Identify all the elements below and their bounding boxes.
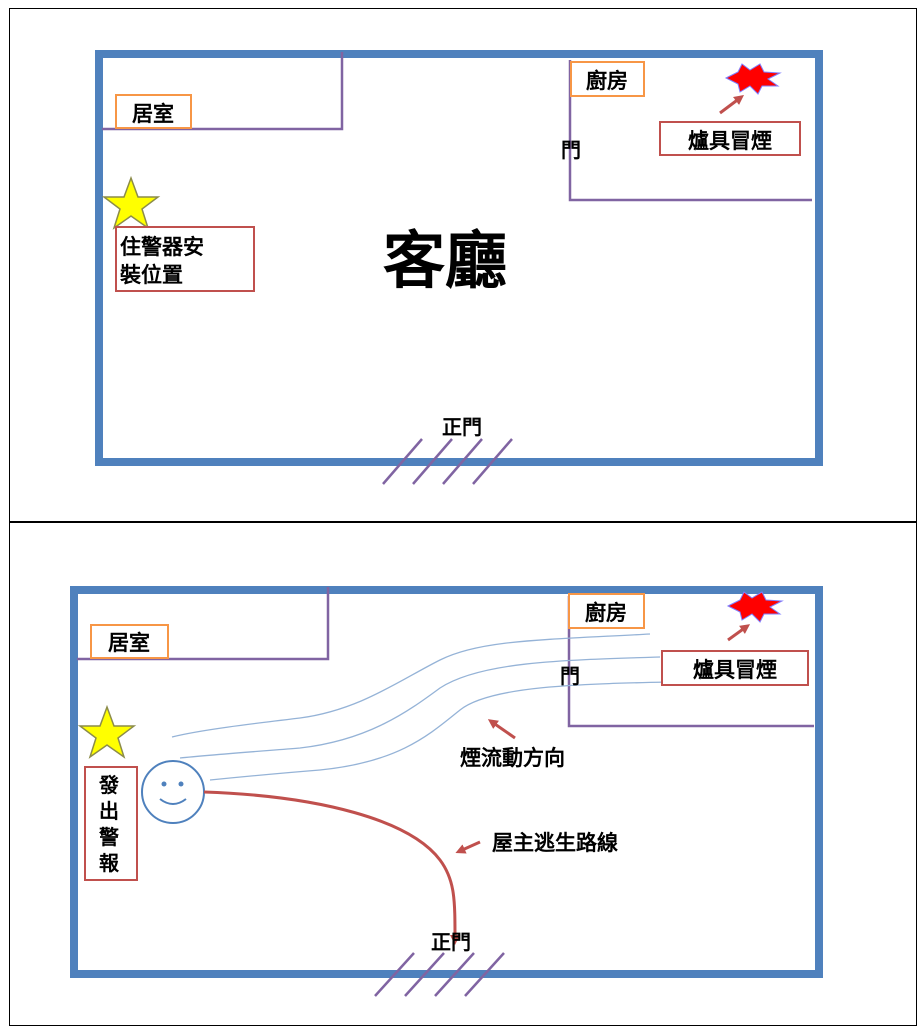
kitchen-label-box: [570, 61, 645, 97]
panel-2: 居室 廚房 門 爐具冒煙 煙流動方向 發 出 警 報: [70, 586, 823, 997]
kitchen-label: 廚房: [585, 601, 627, 625]
house-outer-wall: [95, 50, 823, 466]
detector-label-line1: 住警器安: [120, 235, 204, 259]
star-icon: [77, 704, 137, 759]
front-door-hatch: [374, 952, 505, 997]
alarm-char-2: 出: [99, 799, 119, 823]
smoke-flow-label: 煙流動方向: [460, 746, 565, 770]
star-icon: [101, 175, 161, 230]
smoke-flow-lines: [171, 633, 669, 781]
bedroom-label-box: [90, 624, 169, 659]
door-label: 門: [561, 138, 581, 162]
top-panel-border: [9, 8, 917, 523]
bottom-panel-border: [9, 521, 917, 1026]
bedroom-label: 居室: [108, 631, 150, 655]
house-outer-wall: [70, 586, 823, 978]
stove-smoke-label: 爐具冒煙: [693, 658, 777, 682]
smoke-arrow: [719, 95, 744, 115]
fire-burst-icon: [724, 63, 782, 95]
bedroom-label-box: [115, 94, 192, 129]
smoke-arrow: [727, 624, 751, 642]
kitchen-wall: [567, 596, 814, 728]
kitchen-label-box: [568, 593, 645, 629]
escape-route-label: 屋主逃生路線: [492, 831, 618, 855]
front-door-label: 正門: [442, 415, 482, 439]
alarm-char-3: 警: [99, 825, 119, 849]
bedroom-label: 居室: [132, 102, 174, 126]
smiley-face-icon: [141, 760, 205, 824]
front-door-label: 正門: [431, 930, 471, 954]
smoke-flow-arrow: [487, 719, 516, 740]
kitchen-wall: [568, 60, 812, 202]
detector-label-box: [115, 226, 255, 292]
stove-smoke-label-box: [661, 650, 809, 686]
escape-route-arrow: [455, 840, 481, 854]
front-door-hatch: [382, 438, 513, 485]
escape-route-line: [203, 790, 460, 945]
panel-1: 居室 廚房 門 爐具冒煙 住警器安 裝位置 客廳 正門: [95, 50, 823, 485]
door-label: 門: [560, 664, 580, 688]
alarm-char-4: 報: [99, 851, 120, 875]
stove-smoke-label-box: [659, 121, 801, 156]
alarm-char-1: 發: [98, 773, 119, 797]
kitchen-label: 廚房: [586, 69, 628, 93]
alarm-label-box: [84, 766, 138, 881]
fire-burst-icon: [726, 591, 784, 623]
living-room-label: 客廳: [383, 224, 507, 297]
detector-label-line2: 裝位置: [119, 263, 183, 287]
stove-smoke-label: 爐具冒煙: [688, 129, 772, 153]
